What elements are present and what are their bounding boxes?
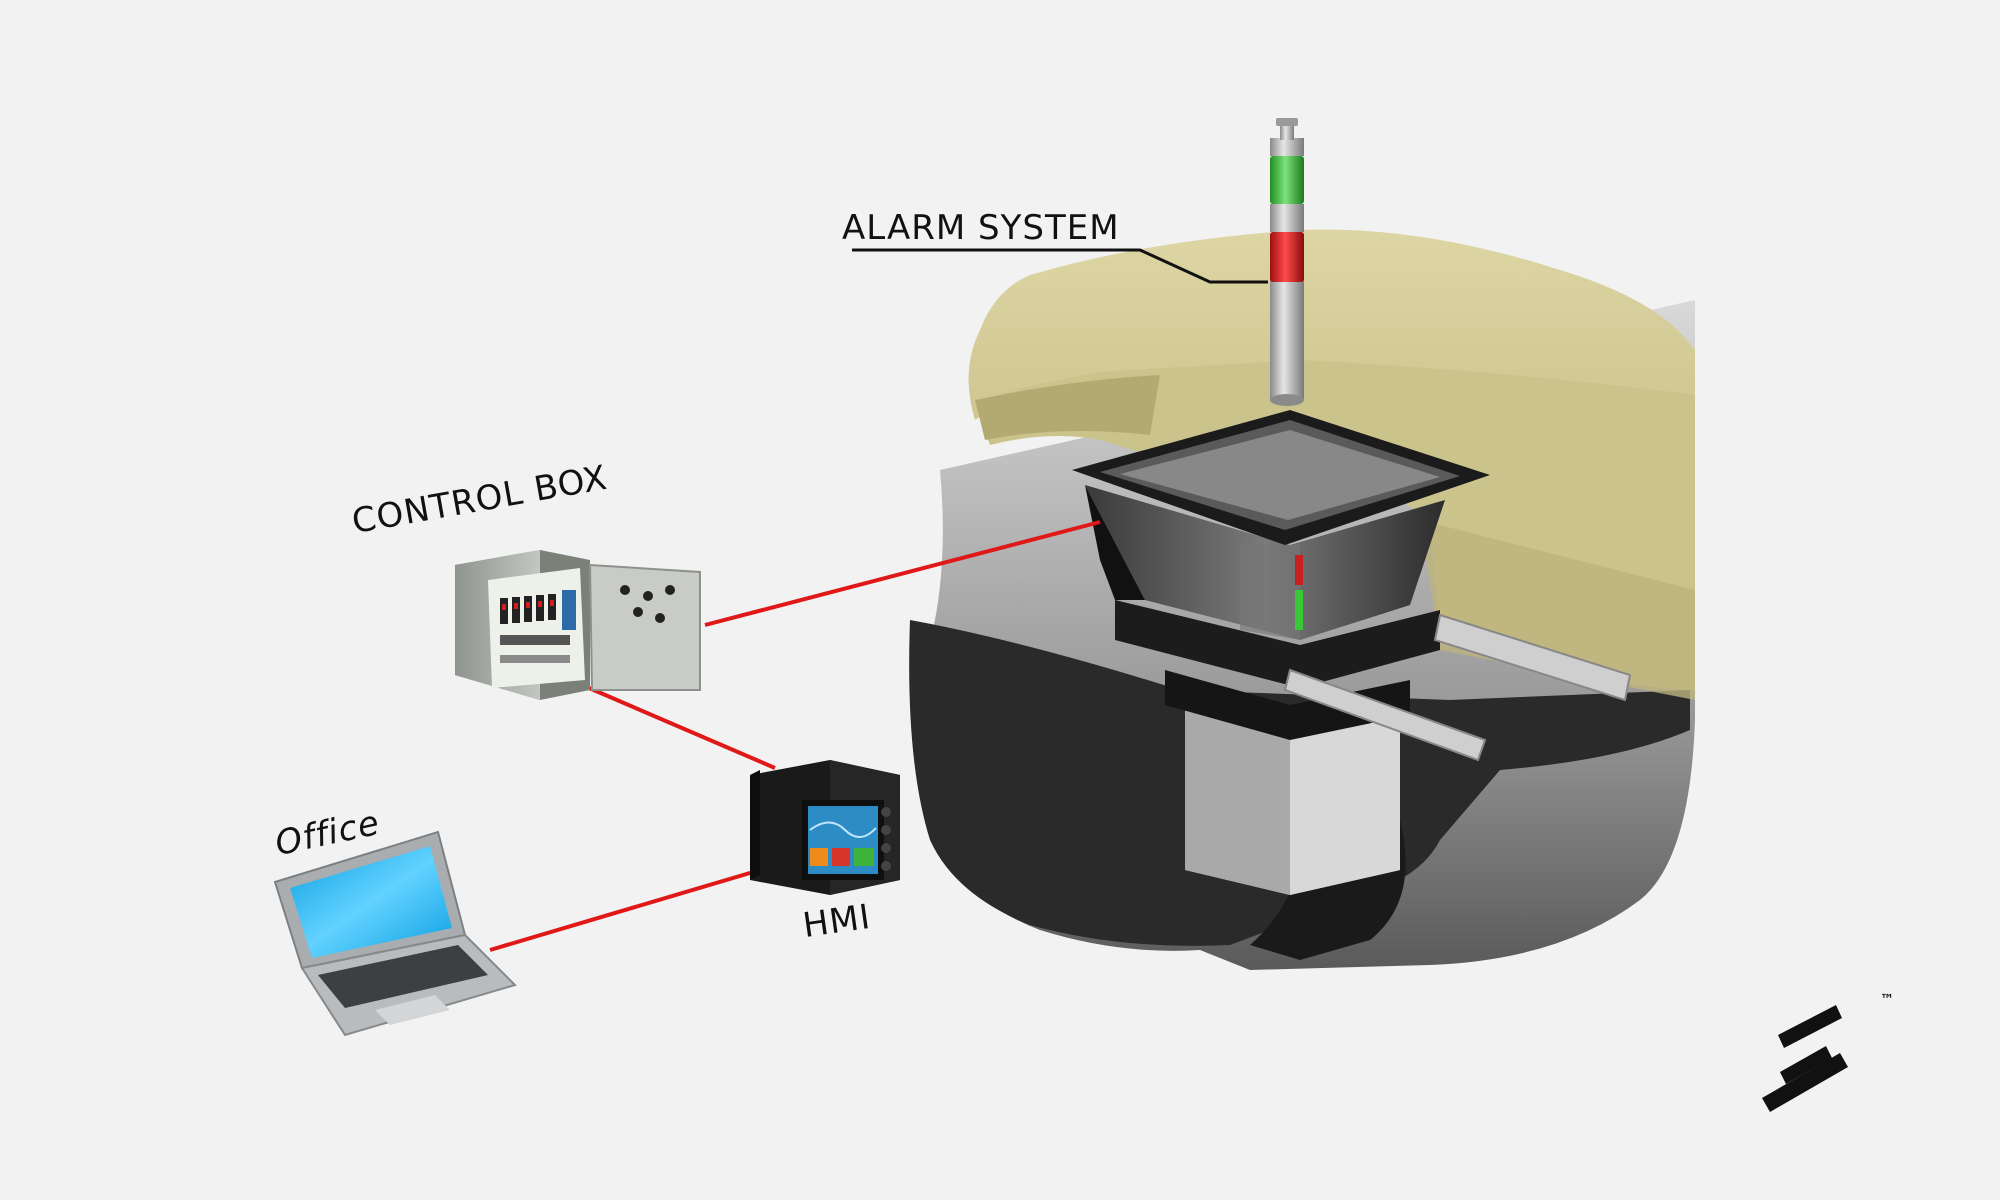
door-button-2 (643, 591, 653, 601)
office-laptop (273, 830, 517, 1037)
connection-lines (489, 520, 1101, 952)
connection-hmi-office (489, 868, 761, 952)
connection-controlbox-hopper (704, 520, 1101, 627)
trademark-symbol: ™ (1880, 992, 1894, 1008)
alarm-tower (1270, 118, 1304, 406)
laptop-screen (290, 846, 452, 958)
connection-controlbox-hmi (574, 680, 776, 770)
brand-logo (1762, 1005, 1848, 1112)
door-button-1 (620, 585, 630, 595)
control-box (455, 550, 701, 700)
alarm-leader-line (852, 248, 1268, 284)
breaker-row (500, 590, 576, 663)
door-button-5 (655, 613, 665, 623)
hmi-panel (750, 760, 900, 895)
door-button-4 (633, 607, 643, 617)
alarm-system-label: ALARM SYSTEM (842, 208, 1120, 248)
door-button-3 (665, 585, 675, 595)
hopper-chute (1072, 410, 1632, 895)
